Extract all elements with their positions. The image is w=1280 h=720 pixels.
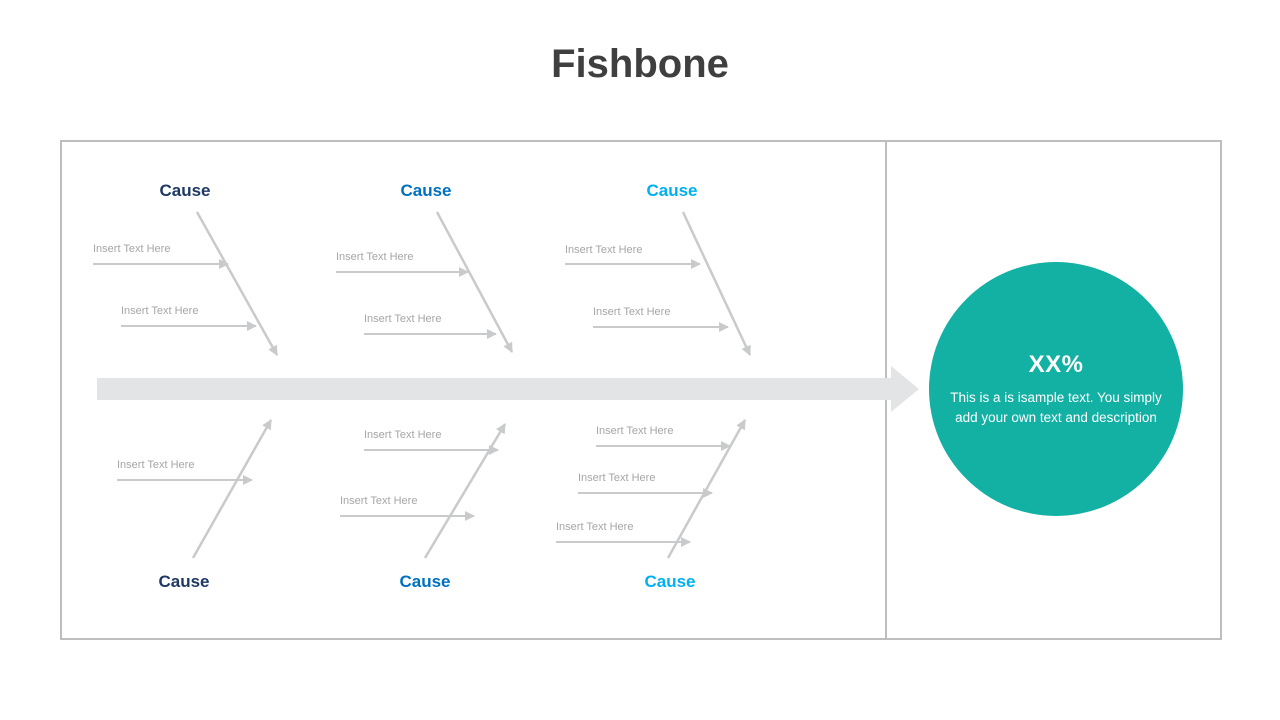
cause-label-top-1: Cause [159, 181, 211, 200]
cause-label-top-2: Cause [400, 181, 452, 200]
insert-text-label: Insert Text Here [340, 495, 418, 507]
insert-text-label: Insert Text Here [336, 251, 414, 263]
insert-text-label: Insert Text Here [556, 521, 634, 533]
insert-text-label: Insert Text Here [578, 472, 656, 484]
result-description: This is a is isample text. You simply ad… [950, 390, 1162, 425]
cause-label-bottom-3: Cause [644, 572, 696, 591]
cause-label-bottom-2: Cause [399, 572, 451, 591]
insert-text-label: Insert Text Here [593, 306, 671, 318]
page-title: Fishbone [551, 42, 729, 86]
insert-text-label: Insert Text Here [364, 429, 442, 441]
insert-text-label: Insert Text Here [596, 425, 674, 437]
result-circle: XX% This is a is isample text. You simpl… [929, 262, 1183, 516]
result-percent: XX% [1028, 351, 1084, 379]
insert-text-label: Insert Text Here [121, 305, 199, 317]
insert-text-label: Insert Text Here [93, 243, 171, 255]
insert-text-label: Insert Text Here [565, 244, 643, 256]
cause-label-bottom-1: Cause [158, 572, 210, 591]
cause-label-top-3: Cause [646, 181, 698, 200]
insert-text-label: Insert Text Here [117, 459, 195, 471]
insert-text-label: Insert Text Here [364, 313, 442, 325]
panel-divider [885, 140, 887, 640]
